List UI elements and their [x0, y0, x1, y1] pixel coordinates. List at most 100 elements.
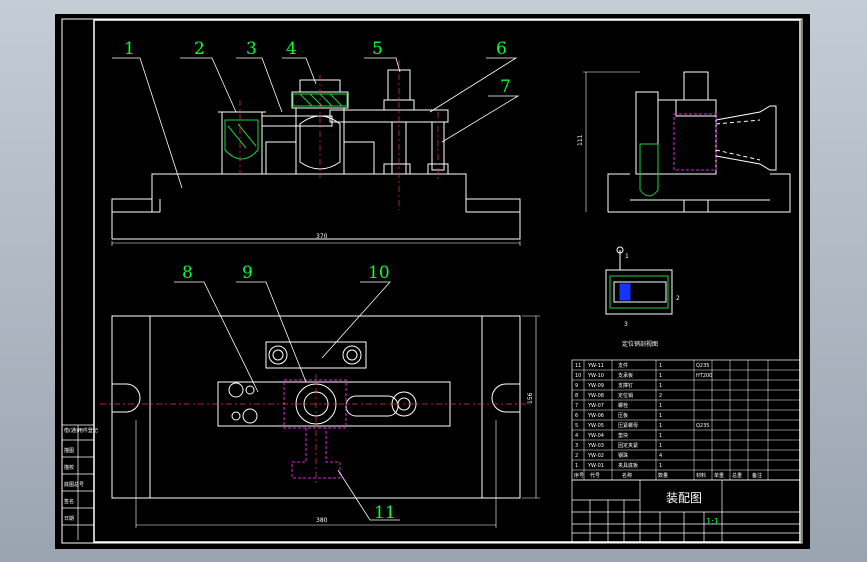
- bom-qty: 1: [659, 363, 662, 369]
- bom-qty: 1: [659, 403, 662, 409]
- front-centerlines: [239, 60, 439, 210]
- callout-11: 11: [374, 503, 396, 523]
- bom-no: 7: [575, 403, 578, 409]
- plan-leaders: [174, 281, 400, 521]
- callout-9: 9: [242, 263, 253, 283]
- bom-header-name: 名称: [622, 472, 632, 479]
- bom-code: YW-08: [587, 393, 604, 399]
- bom-header-no: 序号: [574, 472, 584, 479]
- bom-name: 支承板: [618, 372, 633, 379]
- bom-qty: 1: [659, 413, 662, 419]
- bom-name: 定位销: [618, 392, 633, 399]
- strip-label-1: 描图: [64, 447, 74, 454]
- strip-label-0: 借(通)用件登记: [64, 427, 98, 434]
- bom-qty: 1: [659, 373, 662, 379]
- bom-name: 支件: [618, 362, 628, 369]
- title-block: [571, 479, 801, 543]
- callout-6: 6: [496, 39, 507, 59]
- bom-no: 2: [575, 453, 578, 459]
- bom-no: 8: [575, 393, 578, 399]
- bom-code: YW-10: [587, 373, 604, 379]
- bom-qty: 1: [659, 383, 662, 389]
- bom-name: 夹具底板: [618, 462, 638, 469]
- bom-code: YW-01: [587, 463, 604, 469]
- strip-label-2: 描校: [64, 464, 74, 471]
- dim-side-height: 111: [577, 134, 584, 146]
- bom-name: 压板: [618, 412, 628, 419]
- strip-label-4: 签名: [64, 498, 74, 505]
- bom-header-note: 备注: [752, 472, 762, 479]
- bom-no: 11: [575, 363, 581, 369]
- dim-plan-height: 156: [527, 392, 534, 404]
- section-caption: 定位销剖视图: [622, 340, 658, 348]
- drawing-scale: 1:1: [706, 517, 719, 526]
- callout-8: 8: [182, 263, 193, 283]
- bom-header-qty: 数量: [658, 472, 668, 479]
- bom-mat: Q235: [696, 363, 709, 369]
- bom-qty: 1: [659, 443, 662, 449]
- bom-qty: 1: [659, 423, 662, 429]
- plan-callouts: 8 9 10 11: [182, 263, 396, 523]
- sheet-background: [55, 14, 810, 549]
- bom-no: 10: [575, 373, 581, 379]
- detail-section: [605, 246, 673, 315]
- bom-code: YW-07: [587, 403, 604, 409]
- front-dimension: [111, 241, 521, 246]
- bom-name: 钢珠: [618, 452, 628, 459]
- bom-code: YW-09: [587, 383, 604, 389]
- bom-no: 3: [575, 443, 578, 449]
- bom-name: 压紧螺母: [618, 422, 638, 429]
- detail-mark-1: 1: [625, 253, 629, 260]
- dim-plan-width: 380: [316, 517, 328, 524]
- bom-code: YW-11: [587, 363, 604, 369]
- bom-qty: 1: [659, 463, 662, 469]
- bom-no: 5: [575, 423, 578, 429]
- bom-name: 支撑钉: [618, 382, 633, 389]
- dim-front-width: 370: [316, 233, 328, 240]
- bom-code: YW-03: [587, 443, 604, 449]
- bom-code: YW-04: [587, 433, 604, 439]
- callout-5: 5: [372, 39, 383, 59]
- bom-header-total: 总重: [732, 472, 742, 479]
- outer-border: [61, 18, 803, 544]
- bom-no: 1: [575, 463, 578, 469]
- bom-qty: 2: [659, 393, 662, 399]
- bom-code: YW-05: [587, 423, 604, 429]
- inner-border: [93, 19, 801, 543]
- bom-no: 4: [575, 433, 578, 439]
- left-strip: [62, 424, 94, 540]
- top-leaders: [112, 57, 520, 189]
- callout-4: 4: [286, 39, 297, 59]
- bom-header-weight: 单重: [714, 472, 724, 479]
- bom-no: 6: [575, 413, 578, 419]
- strip-label-3: 底图总号: [64, 481, 84, 488]
- bom-header-code: 代号: [590, 472, 600, 479]
- drawing-title: 装配图: [666, 491, 702, 505]
- detail-mark-3: 3: [624, 321, 628, 328]
- callout-10: 10: [368, 263, 390, 283]
- bom-qty: 4: [659, 453, 662, 459]
- plan-dimensions: [135, 315, 540, 528]
- bom-name: 垫块: [618, 432, 628, 439]
- bom-name: 螺栓: [618, 402, 628, 409]
- bom-header-mat: 材料: [696, 472, 706, 479]
- callout-2: 2: [194, 39, 205, 59]
- bom-code: YW-06: [587, 413, 604, 419]
- bom-qty: 1: [659, 433, 662, 439]
- side-dimension: [583, 71, 640, 212]
- bom-mat: Q235: [696, 423, 709, 429]
- bom-mat: HT200: [696, 373, 712, 379]
- callout-3: 3: [246, 39, 257, 59]
- bom-code: YW-02: [587, 453, 604, 459]
- callout-1: 1: [124, 39, 135, 59]
- strip-label-5: 日期: [64, 516, 74, 522]
- bom-name: 固定夹紧: [618, 442, 638, 449]
- detail-mark-2: 2: [676, 295, 680, 302]
- plan-centerlines: [100, 374, 532, 484]
- bom-no: 9: [575, 383, 578, 389]
- side-hatch: [639, 113, 761, 197]
- callout-7: 7: [500, 77, 511, 97]
